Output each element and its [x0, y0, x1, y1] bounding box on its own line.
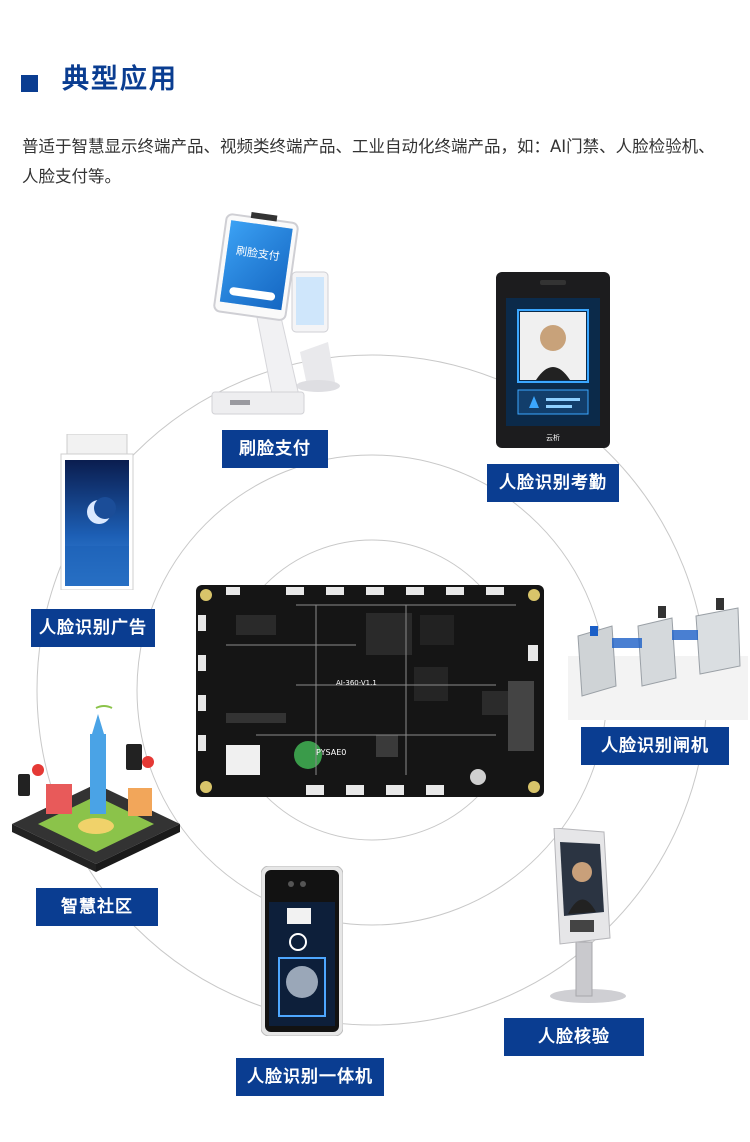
section-title: 典型应用	[62, 64, 178, 95]
section-description: 普适于智慧显示终端产品、视频类终端产品、工业自动化终端产品，如：AI门禁、人脸检…	[22, 137, 715, 186]
face-pay-kiosk-image: 刷脸支付	[211, 212, 340, 415]
board-model-text: AI-360-V1.1	[336, 679, 377, 687]
face-all-in-one-image	[261, 866, 343, 1036]
label-face-verify: 人脸核验	[504, 1018, 644, 1056]
smart-community-image	[12, 705, 180, 872]
label-smart-community: 智慧社区	[36, 888, 158, 926]
label-face-all-in-one: 人脸识别一体机	[236, 1058, 384, 1096]
board-chip-text: PYSAE0	[316, 748, 346, 757]
ai-board-image: PYSAE0 AI-360-V1.1	[196, 585, 544, 797]
title-square-icon	[21, 75, 38, 92]
face-attendance-terminal-image: 云析	[496, 272, 610, 448]
kiosk-screen-title: 刷脸支付	[235, 243, 281, 263]
face-gate-image	[568, 598, 748, 720]
face-verify-terminal-image	[550, 828, 626, 1003]
label-face-pay: 刷脸支付	[222, 430, 328, 468]
face-ad-display-image	[60, 434, 134, 590]
label-face-ad: 人脸识别广告	[31, 609, 155, 647]
label-face-attendance: 人脸识别考勤	[487, 464, 619, 502]
label-face-gate: 人脸识别闸机	[581, 727, 729, 765]
attendance-brand: 云析	[546, 433, 560, 442]
